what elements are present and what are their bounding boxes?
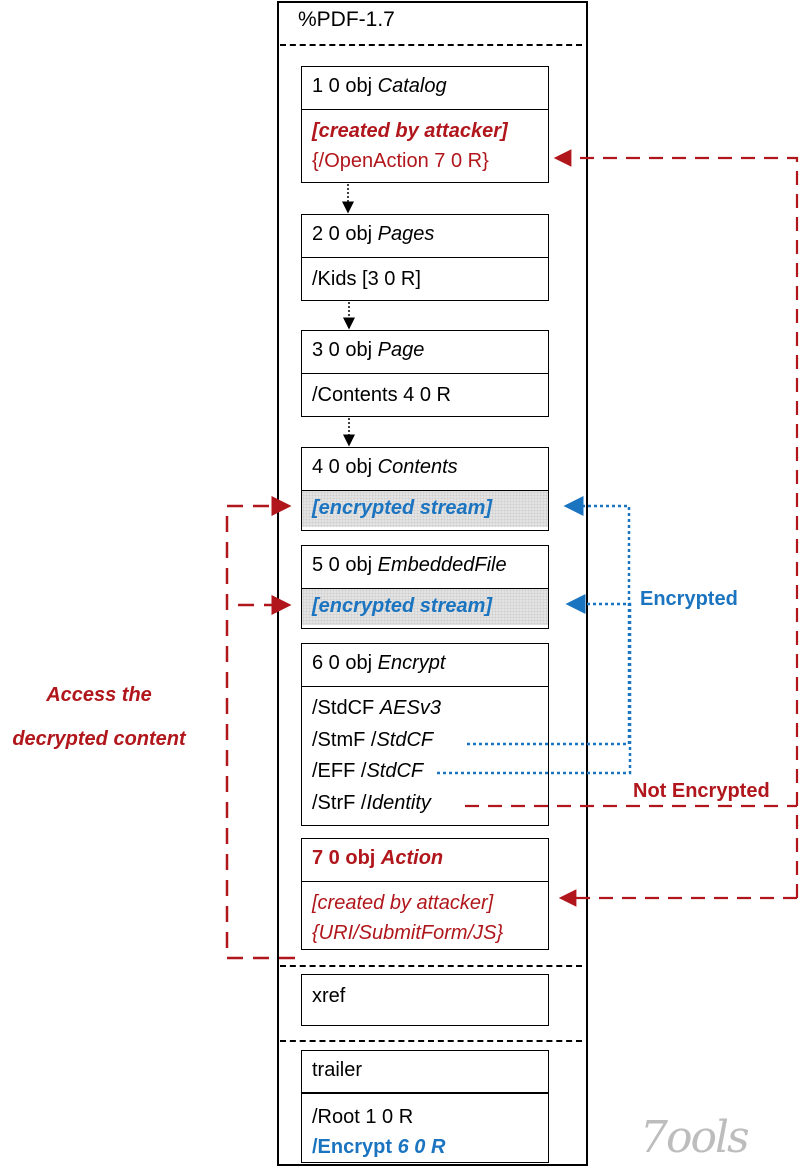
object-contents: 4 0 obj Contents [encrypted stream] [301, 447, 549, 531]
encrypted-label: Encrypted [640, 588, 738, 610]
object-page: 3 0 obj Page /Contents 4 0 R [301, 330, 549, 417]
access-bracket [225, 496, 295, 960]
access-label-line2: decrypted content [12, 728, 186, 750]
open-action-ref: {/OpenAction 7 0 R} [312, 150, 489, 172]
open-action-loop [553, 149, 799, 898]
attacker-note: [created by attacker] [312, 892, 494, 914]
trailer-section: trailer /Root 1 0 R /Encrypt 6 0 R [301, 1050, 549, 1163]
object-header: 6 0 obj Encrypt [302, 644, 548, 687]
strf-entry: /StrF /Identity [312, 791, 431, 814]
stdcf-entry: /StdCF AESv3 [312, 697, 441, 719]
stmf-entry: /StmF /StdCF [312, 728, 434, 751]
object-header: 7 0 obj Action [302, 839, 548, 882]
attacker-note: [created by attacker] [312, 120, 508, 142]
object-header: 2 0 obj Pages [302, 215, 548, 258]
eff-entry: /EFF /StdCF [312, 760, 424, 782]
kids-ref: /Kids [3 0 R] [312, 268, 421, 290]
stmf-encrypted-line [467, 496, 631, 746]
object-pages: 2 0 obj Pages /Kids [3 0 R] [301, 214, 549, 301]
root-ref: /Root 1 0 R [312, 1106, 414, 1128]
pdf-header: %PDF-1.7 [298, 8, 395, 31]
xref-trailer-separator [280, 1040, 582, 1042]
action-types: {URI/SubmitForm/JS} [312, 922, 504, 944]
object-embedded-file: 5 0 obj EmbeddedFile [encrypted stream] [301, 545, 549, 629]
object-header: 5 0 obj EmbeddedFile [302, 546, 548, 589]
encrypted-stream: [encrypted stream] [302, 589, 548, 625]
eff-encrypted-line [437, 594, 632, 775]
object-encrypt: 6 0 obj Encrypt /StdCF AESv3 /StmF /StdC… [301, 643, 549, 826]
not-encrypted-label: Not Encrypted [633, 780, 770, 802]
body-xref-separator [280, 965, 582, 967]
encrypt-ref: /Encrypt 6 0 R [312, 1136, 446, 1158]
object-catalog: 1 0 obj Catalog [created by attacker] {/… [301, 66, 549, 183]
xref-section: xref [301, 974, 549, 1026]
trailer-title: trailer [302, 1051, 548, 1094]
watermark-logo: 7ools [640, 1112, 750, 1163]
object-header: 4 0 obj Contents [302, 448, 548, 491]
object-header: 3 0 obj Page [302, 331, 548, 374]
object-action: 7 0 obj Action [created by attacker] {UR… [301, 838, 549, 950]
contents-ref: /Contents 4 0 R [312, 384, 451, 406]
object-header: 1 0 obj Catalog [302, 67, 548, 110]
access-label-line1: Access the [46, 684, 152, 706]
header-separator [280, 44, 582, 46]
encrypted-stream: [encrypted stream] [302, 491, 548, 527]
pdf-file-container [277, 1, 588, 1166]
